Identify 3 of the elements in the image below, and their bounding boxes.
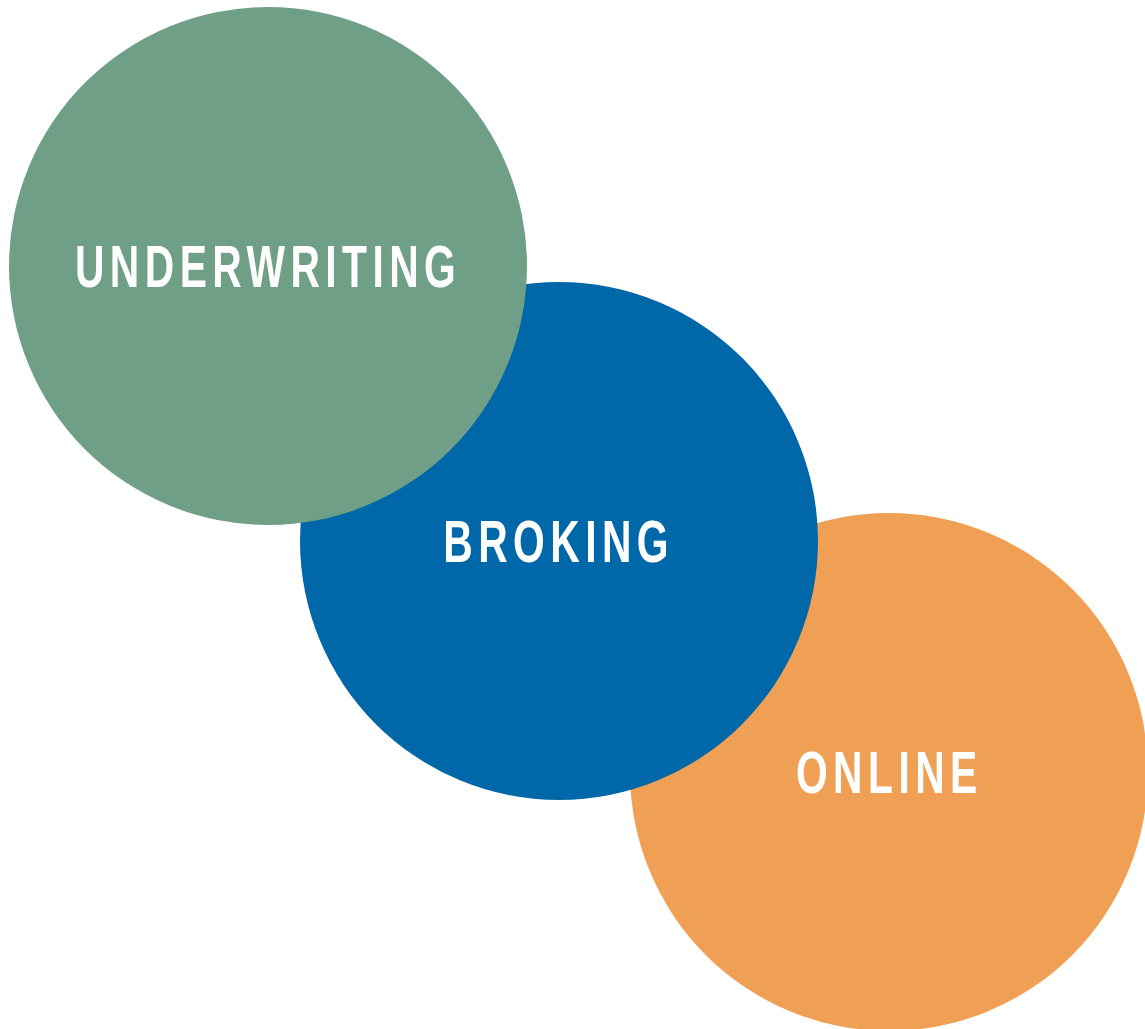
circle-label: ONLINE — [795, 737, 983, 807]
circle-label: UNDERWRITING — [74, 231, 462, 301]
circle-label: BROKING — [443, 506, 675, 576]
